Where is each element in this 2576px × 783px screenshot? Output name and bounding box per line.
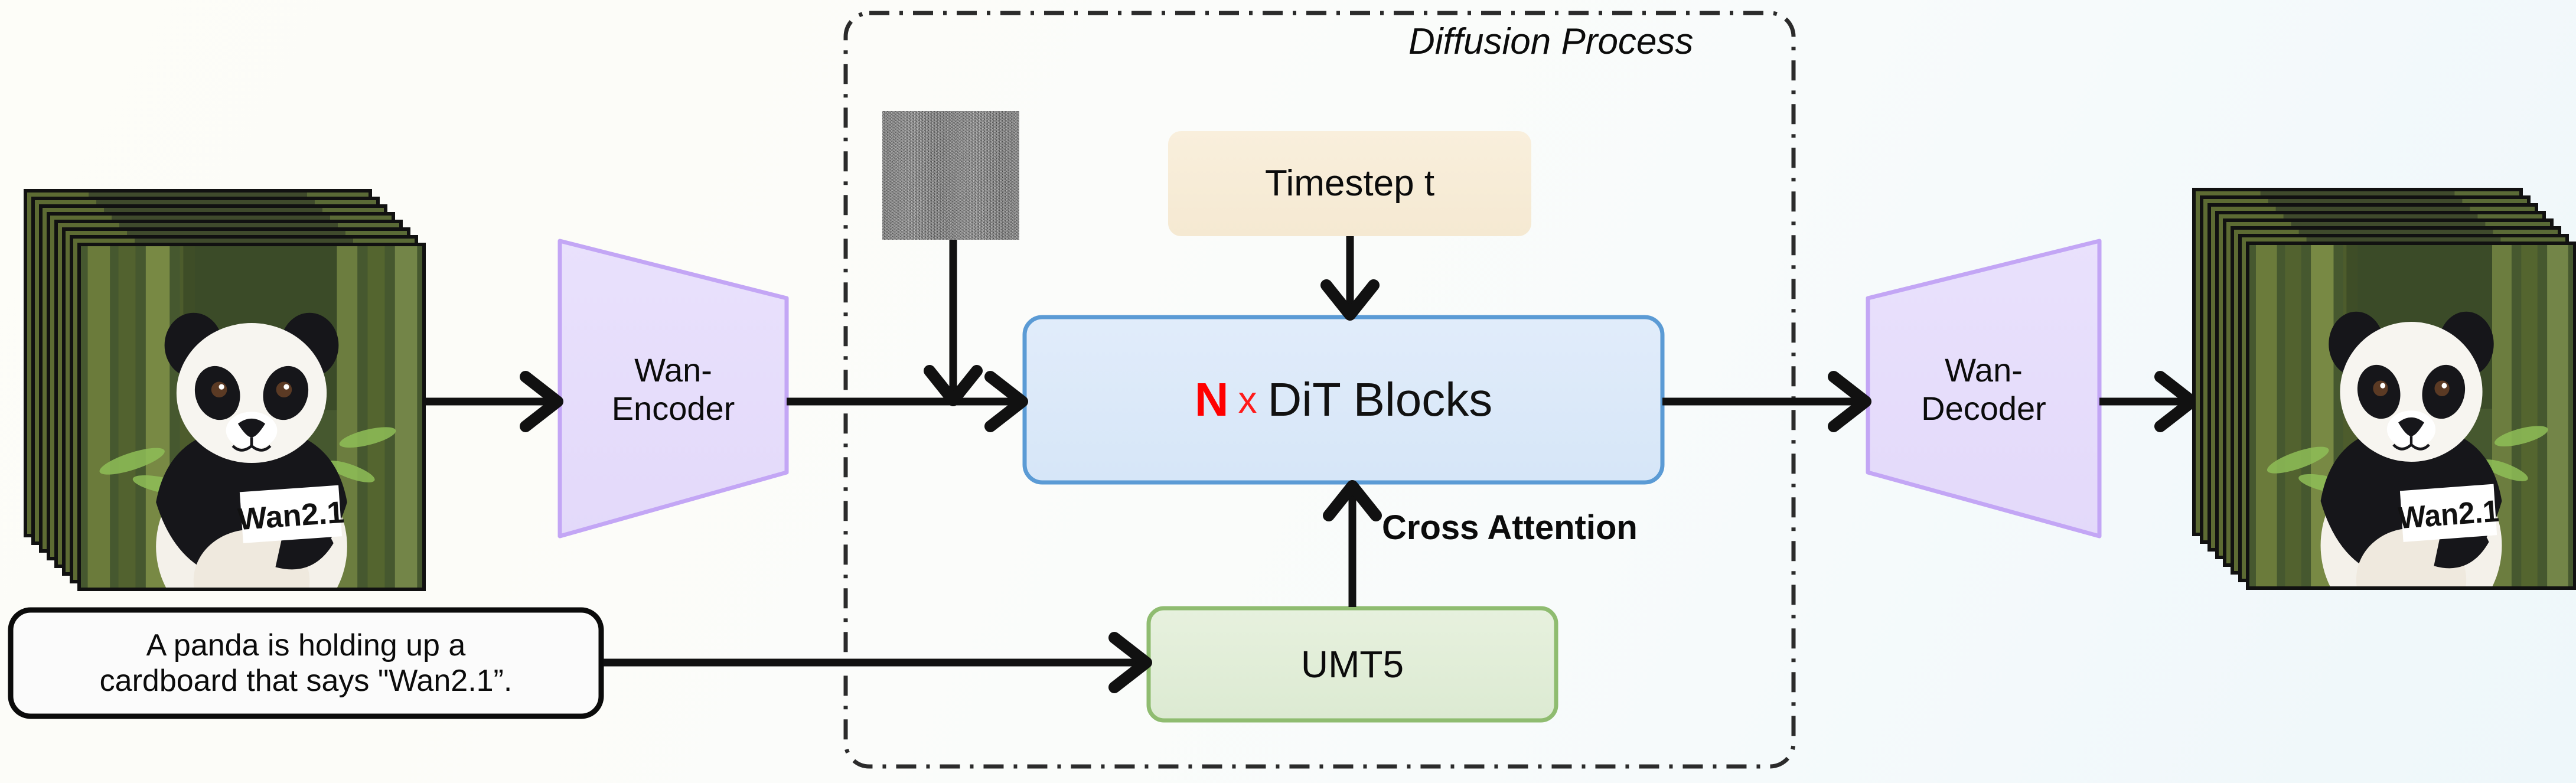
gaussian-noise-patch — [882, 111, 1019, 240]
panda-illustration: Wan2.1 — [2249, 245, 2573, 586]
video-frame-front: Wan2.1 — [2246, 242, 2576, 590]
prompt-text[interactable]: A panda is holding up a cardboard that s… — [11, 610, 601, 716]
input-video-frames[interactable]: Wan2.1 — [24, 189, 426, 591]
edge-umt5-to-dit — [1323, 480, 1382, 607]
edge-encoder-to-dit — [787, 371, 1028, 432]
edge-noise-to-dit — [924, 240, 983, 406]
edge-video-to-encoder — [407, 371, 563, 432]
edge-decoder-to-output — [2099, 371, 2198, 432]
svg-text:Wan2.1: Wan2.1 — [2397, 494, 2500, 536]
panda-illustration: Wan2.1 — [81, 246, 422, 588]
wan-decoder-label: Wan- Decoder — [1868, 278, 2099, 502]
umt5-label: UMT5 — [1300, 642, 1404, 686]
timestep-box[interactable] — [1168, 131, 1531, 236]
prompt-line-1: A panda is holding up a — [146, 628, 466, 663]
wan-encoder-label-line2: Encoder — [611, 390, 735, 427]
output-video-frames[interactable]: Wan2.1 — [2192, 188, 2576, 590]
cardboard-sign: Wan2.1 — [237, 485, 345, 543]
wan-encoder-label-line1: Wan- — [634, 351, 712, 389]
wan-decoder-label-line1: Wan- — [1945, 351, 2023, 389]
dit-count: N — [1194, 373, 1229, 426]
edge-timestep-to-dit — [1320, 236, 1380, 321]
diffusion-process-label: Diffusion Process — [1408, 21, 1694, 62]
wan-encoder-label: Wan- Encoder — [560, 278, 787, 502]
prompt-line-2: cardboard that says "Wan2.1”. — [99, 664, 513, 698]
prompt-textbox[interactable] — [8, 607, 604, 719]
wan-decoder-shape[interactable] — [1866, 239, 2102, 539]
diffusion-process-group-border — [843, 11, 1796, 769]
wan-decoder-label-line2: Decoder — [1921, 390, 2046, 427]
cross-attention-label: Cross Attention — [1382, 508, 1638, 547]
edge-prompt-to-umt5 — [604, 632, 1152, 693]
timestep-label: Timestep t — [1264, 163, 1435, 204]
svg-text:Wan2.1: Wan2.1 — [237, 495, 345, 537]
cardboard-sign: Wan2.1 — [2397, 484, 2500, 542]
wan-encoder-shape[interactable] — [557, 239, 789, 539]
edge-dit-to-decoder — [1662, 371, 1871, 432]
video-frame-front: Wan2.1 — [77, 243, 426, 591]
dit-times: x — [1238, 378, 1257, 421]
dit-rest: DiT Blocks — [1267, 373, 1493, 426]
